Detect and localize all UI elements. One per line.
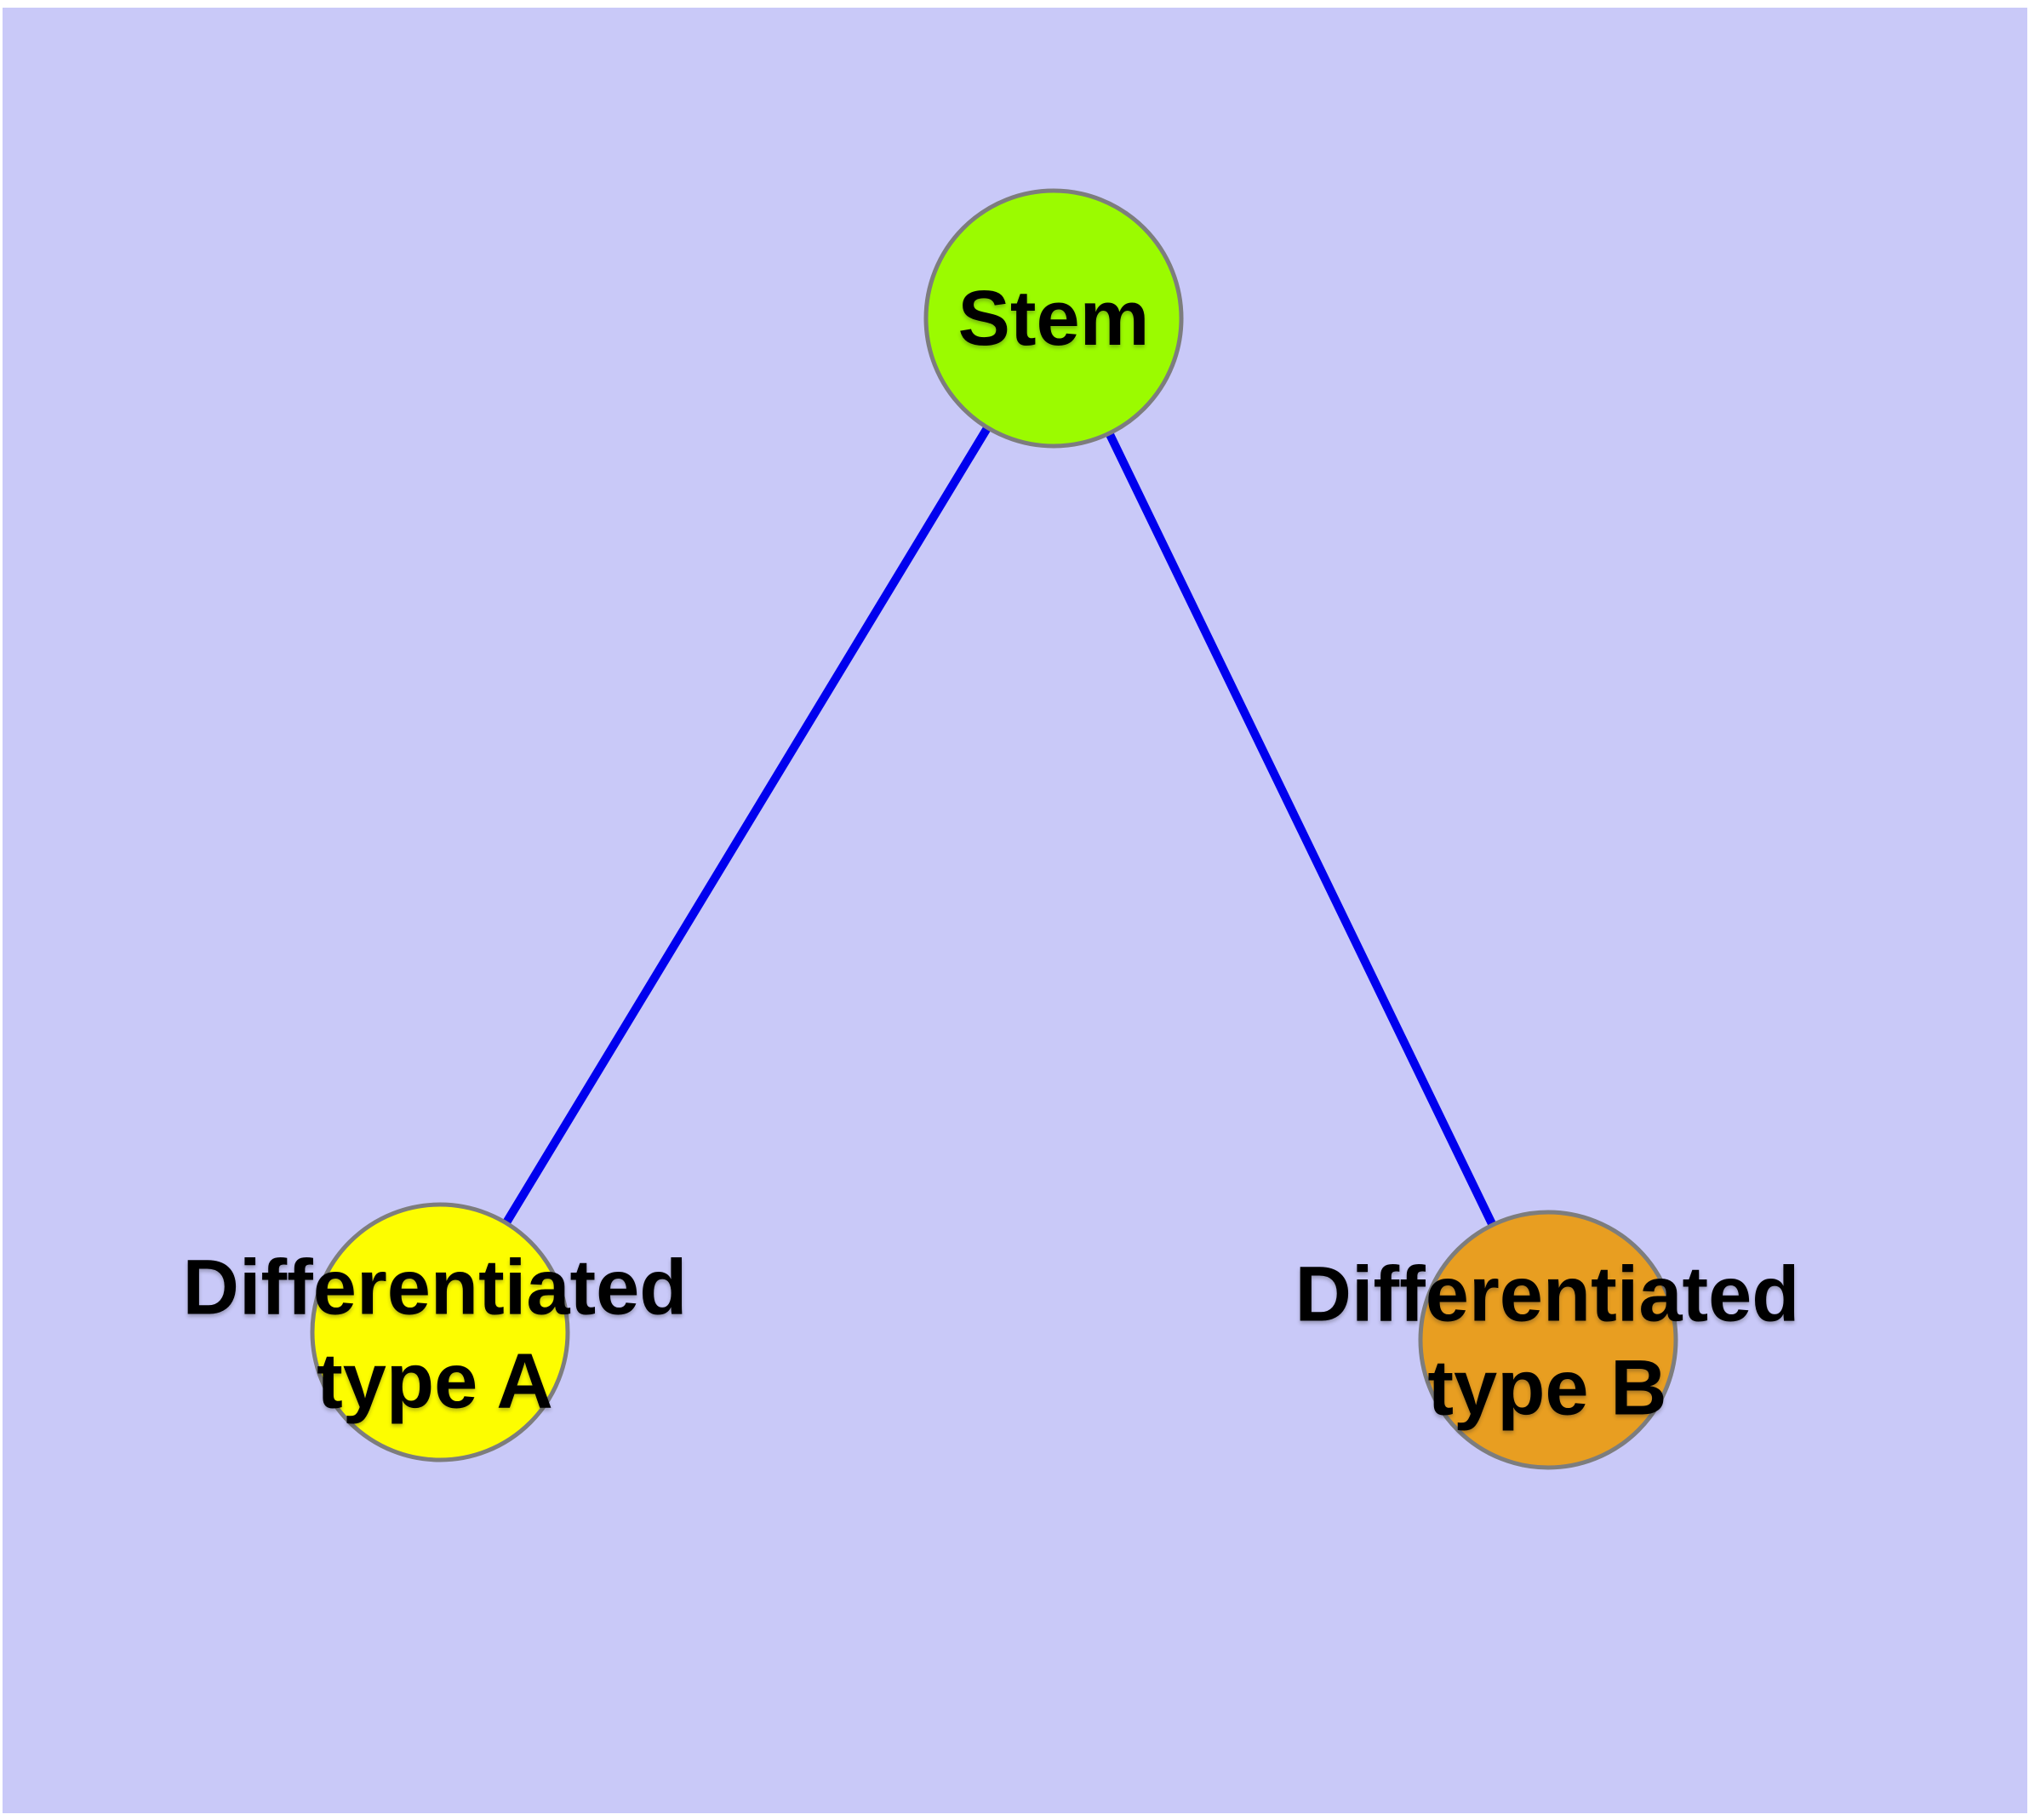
node-differentiated-type-a-label: Differentiated type A bbox=[182, 1244, 688, 1425]
edge-stem-to-type-a bbox=[436, 314, 1058, 1336]
node-stem-label: Stem bbox=[957, 274, 1150, 362]
node-differentiated-type-a bbox=[310, 1202, 570, 1462]
edge-stem-to-type-b bbox=[1049, 314, 1552, 1344]
node-stem bbox=[923, 188, 1184, 449]
node-differentiated-type-b bbox=[1418, 1210, 1678, 1470]
node-differentiated-type-b-label: Differentiated type B bbox=[1295, 1251, 1800, 1432]
